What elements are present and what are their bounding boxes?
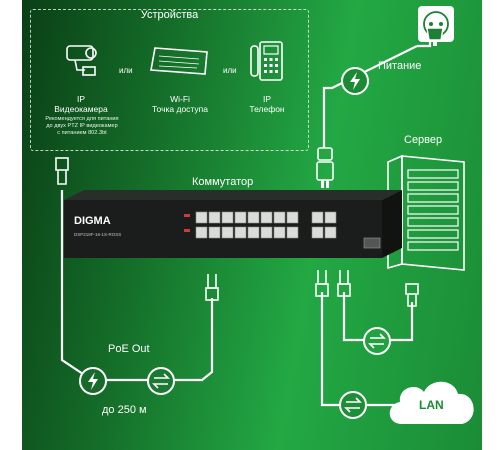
devices-box: Устройства или или IP [30, 9, 309, 151]
switch-label: Коммутатор [192, 176, 254, 188]
sfp-port [363, 237, 381, 249]
lan-data-exchange-icon [339, 391, 367, 419]
switch-ports [184, 211, 337, 239]
wifi-label: Wi-Fi Точка доступа [152, 94, 208, 114]
camera-label: IP Видеокамера [54, 94, 108, 114]
switch-power-plug-icon [316, 147, 334, 188]
rj45-port [273, 211, 286, 224]
power-socket-icon [418, 6, 454, 42]
camera-connector-icon [55, 157, 69, 185]
rj45-port [195, 226, 208, 239]
power-wire [322, 45, 418, 148]
ip-camera-icon [66, 45, 97, 76]
rj45-port [260, 226, 273, 239]
port-indicator-led [184, 214, 190, 217]
power-plug-icon [426, 27, 444, 46]
poe-lightning-icon [79, 367, 107, 395]
uplink-port [324, 226, 337, 239]
devices-title: Устройства [140, 9, 199, 21]
lan-cloud-icon [389, 381, 474, 424]
poe-data-exchange-icon [147, 367, 175, 395]
power-label: Питание [378, 60, 422, 72]
rj45-port [221, 211, 234, 224]
port-indicator-led [184, 229, 190, 232]
rj45-port [273, 226, 286, 239]
separator-2: или [223, 66, 237, 75]
server-data-exchange-icon [363, 327, 391, 355]
server-label: Сервер [404, 134, 443, 146]
diagram-canvas: Устройства или или IP [22, 0, 482, 450]
uplink-port [324, 211, 337, 224]
uplink-port [311, 226, 324, 239]
rj45-port [221, 226, 234, 239]
switch-brand: DIGMA [74, 215, 111, 227]
rj45-port [208, 226, 221, 239]
server-connector-icon [337, 270, 351, 297]
rj45-port [234, 211, 247, 224]
lan-wire [320, 292, 397, 407]
rj45-port [286, 226, 299, 239]
rj45-port [208, 211, 221, 224]
rj45-port [247, 226, 260, 239]
poe-distance: до 250 м [102, 404, 147, 416]
rj45-port [195, 211, 208, 224]
rj45-port [234, 226, 247, 239]
poe-connector-icon [205, 274, 219, 301]
poe-out-label: PoE Out [108, 343, 150, 355]
rj45-port [260, 211, 273, 224]
phone-label: IP Телефон [249, 94, 285, 114]
uplink-port [311, 211, 324, 224]
power-lightning-icon [341, 67, 369, 95]
poe-switch-device: DIGMA DSP218F-16-1S-ROSS [64, 190, 402, 258]
ip-phone-icon [250, 41, 283, 81]
switch-model: DSP218F-16-1S-ROSS [74, 232, 121, 237]
rj45-port [286, 211, 299, 224]
server-side-connector-icon [405, 283, 419, 307]
lan-connector-icon [315, 270, 329, 297]
separator-1: или [119, 66, 133, 75]
wifi-access-point-icon [150, 47, 208, 75]
lan-label: LAN [419, 398, 444, 412]
rj45-port [247, 211, 260, 224]
camera-note: Рекомендуется для питания до двух PTZ IP… [45, 116, 119, 136]
